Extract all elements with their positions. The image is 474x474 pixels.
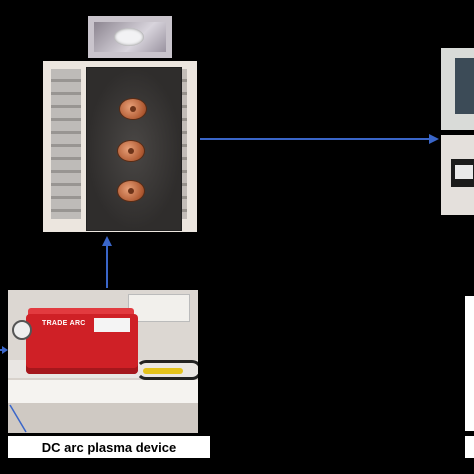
device-label-sticker [94,318,130,332]
meter-display [455,58,474,114]
arrow-left-icon [0,346,8,354]
electrode-plate-hole [114,28,144,46]
background-window [128,294,190,322]
measurement-device-photo-top [441,48,474,130]
pressure-gauge-icon [12,320,32,340]
copper-electrode-3 [118,181,144,201]
table-surface [8,378,198,405]
connector-line-left [9,404,27,433]
floor [8,403,198,433]
arrow-up-icon [102,236,112,288]
device-caption: DC arc plasma device [41,439,177,455]
device-brand-text: TRADE ARC [42,320,86,327]
device-top-face [28,308,134,318]
electrode-plate-photo [88,16,172,58]
device-caption-box: DC arc plasma device [8,436,210,458]
measurement-device-photo-bottom [441,135,474,215]
copper-electrode-1 [120,99,146,119]
dc-arc-plasma-device-photo: TRADE ARC [8,290,198,433]
plasma-reactor-photo [43,61,197,232]
meter-dial [451,159,474,187]
right-caption-edge [465,436,474,458]
copper-electrode-2 [118,141,144,161]
right-panel-edge [465,296,474,431]
reactor-left-rail [51,69,81,219]
power-cable [136,360,198,380]
yellow-cable [143,368,183,374]
arrow-right-icon [200,134,439,144]
